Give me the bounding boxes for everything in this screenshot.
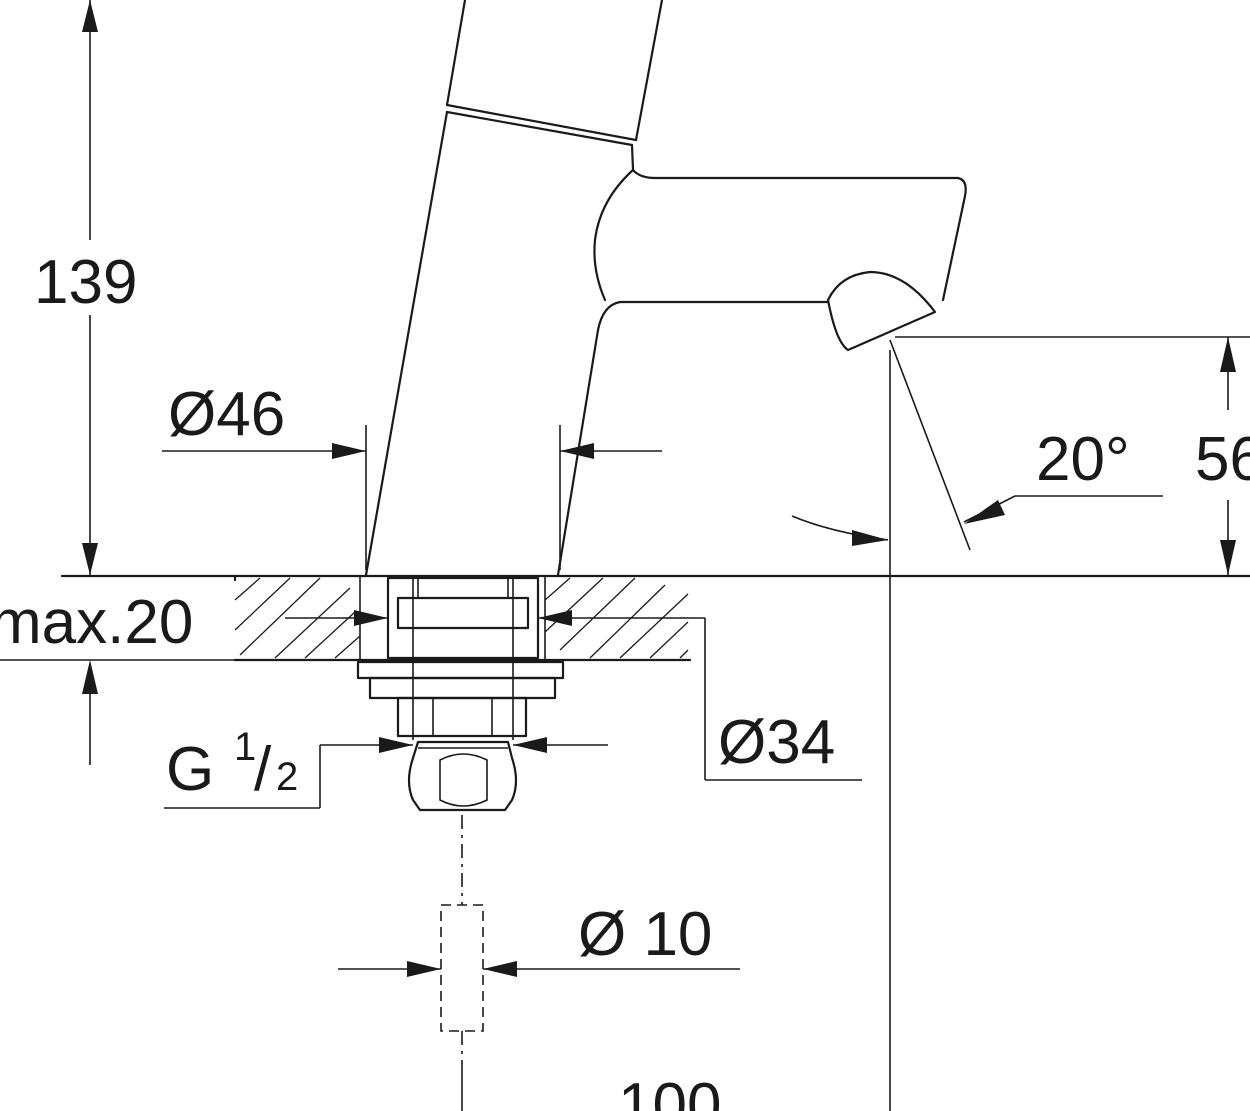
fixing-assembly (356, 576, 565, 812)
spout-height-label: 56 (1195, 425, 1250, 494)
thread-slash: / (254, 735, 272, 804)
dimension-hose-diameter (338, 961, 740, 977)
dimension-height (82, 0, 98, 575)
dimension-spout-angle (791, 339, 1163, 551)
thread-label: G (166, 735, 214, 804)
dimension-base-diameter (162, 425, 662, 570)
dimension-thread (164, 737, 608, 809)
projection-label: 100 (618, 1071, 721, 1111)
hose-diameter-label: Ø 10 (578, 900, 712, 969)
thread-numerator: 1 (234, 725, 256, 769)
thread-denominator: 2 (276, 755, 298, 799)
height-label: 139 (34, 248, 137, 317)
shank-diameter-label: Ø34 (718, 708, 835, 777)
dimension-shank-diameter (538, 610, 862, 781)
counter-thickness-label: max.20 (0, 588, 193, 657)
hose-connection (440, 815, 484, 1111)
base-diameter-label: Ø46 (168, 380, 285, 449)
dimension-spout-height (895, 336, 1250, 575)
faucet-body (364, 0, 967, 577)
spout-angle-label: 20° (1036, 425, 1130, 494)
dimension-counter-thickness (0, 610, 388, 765)
